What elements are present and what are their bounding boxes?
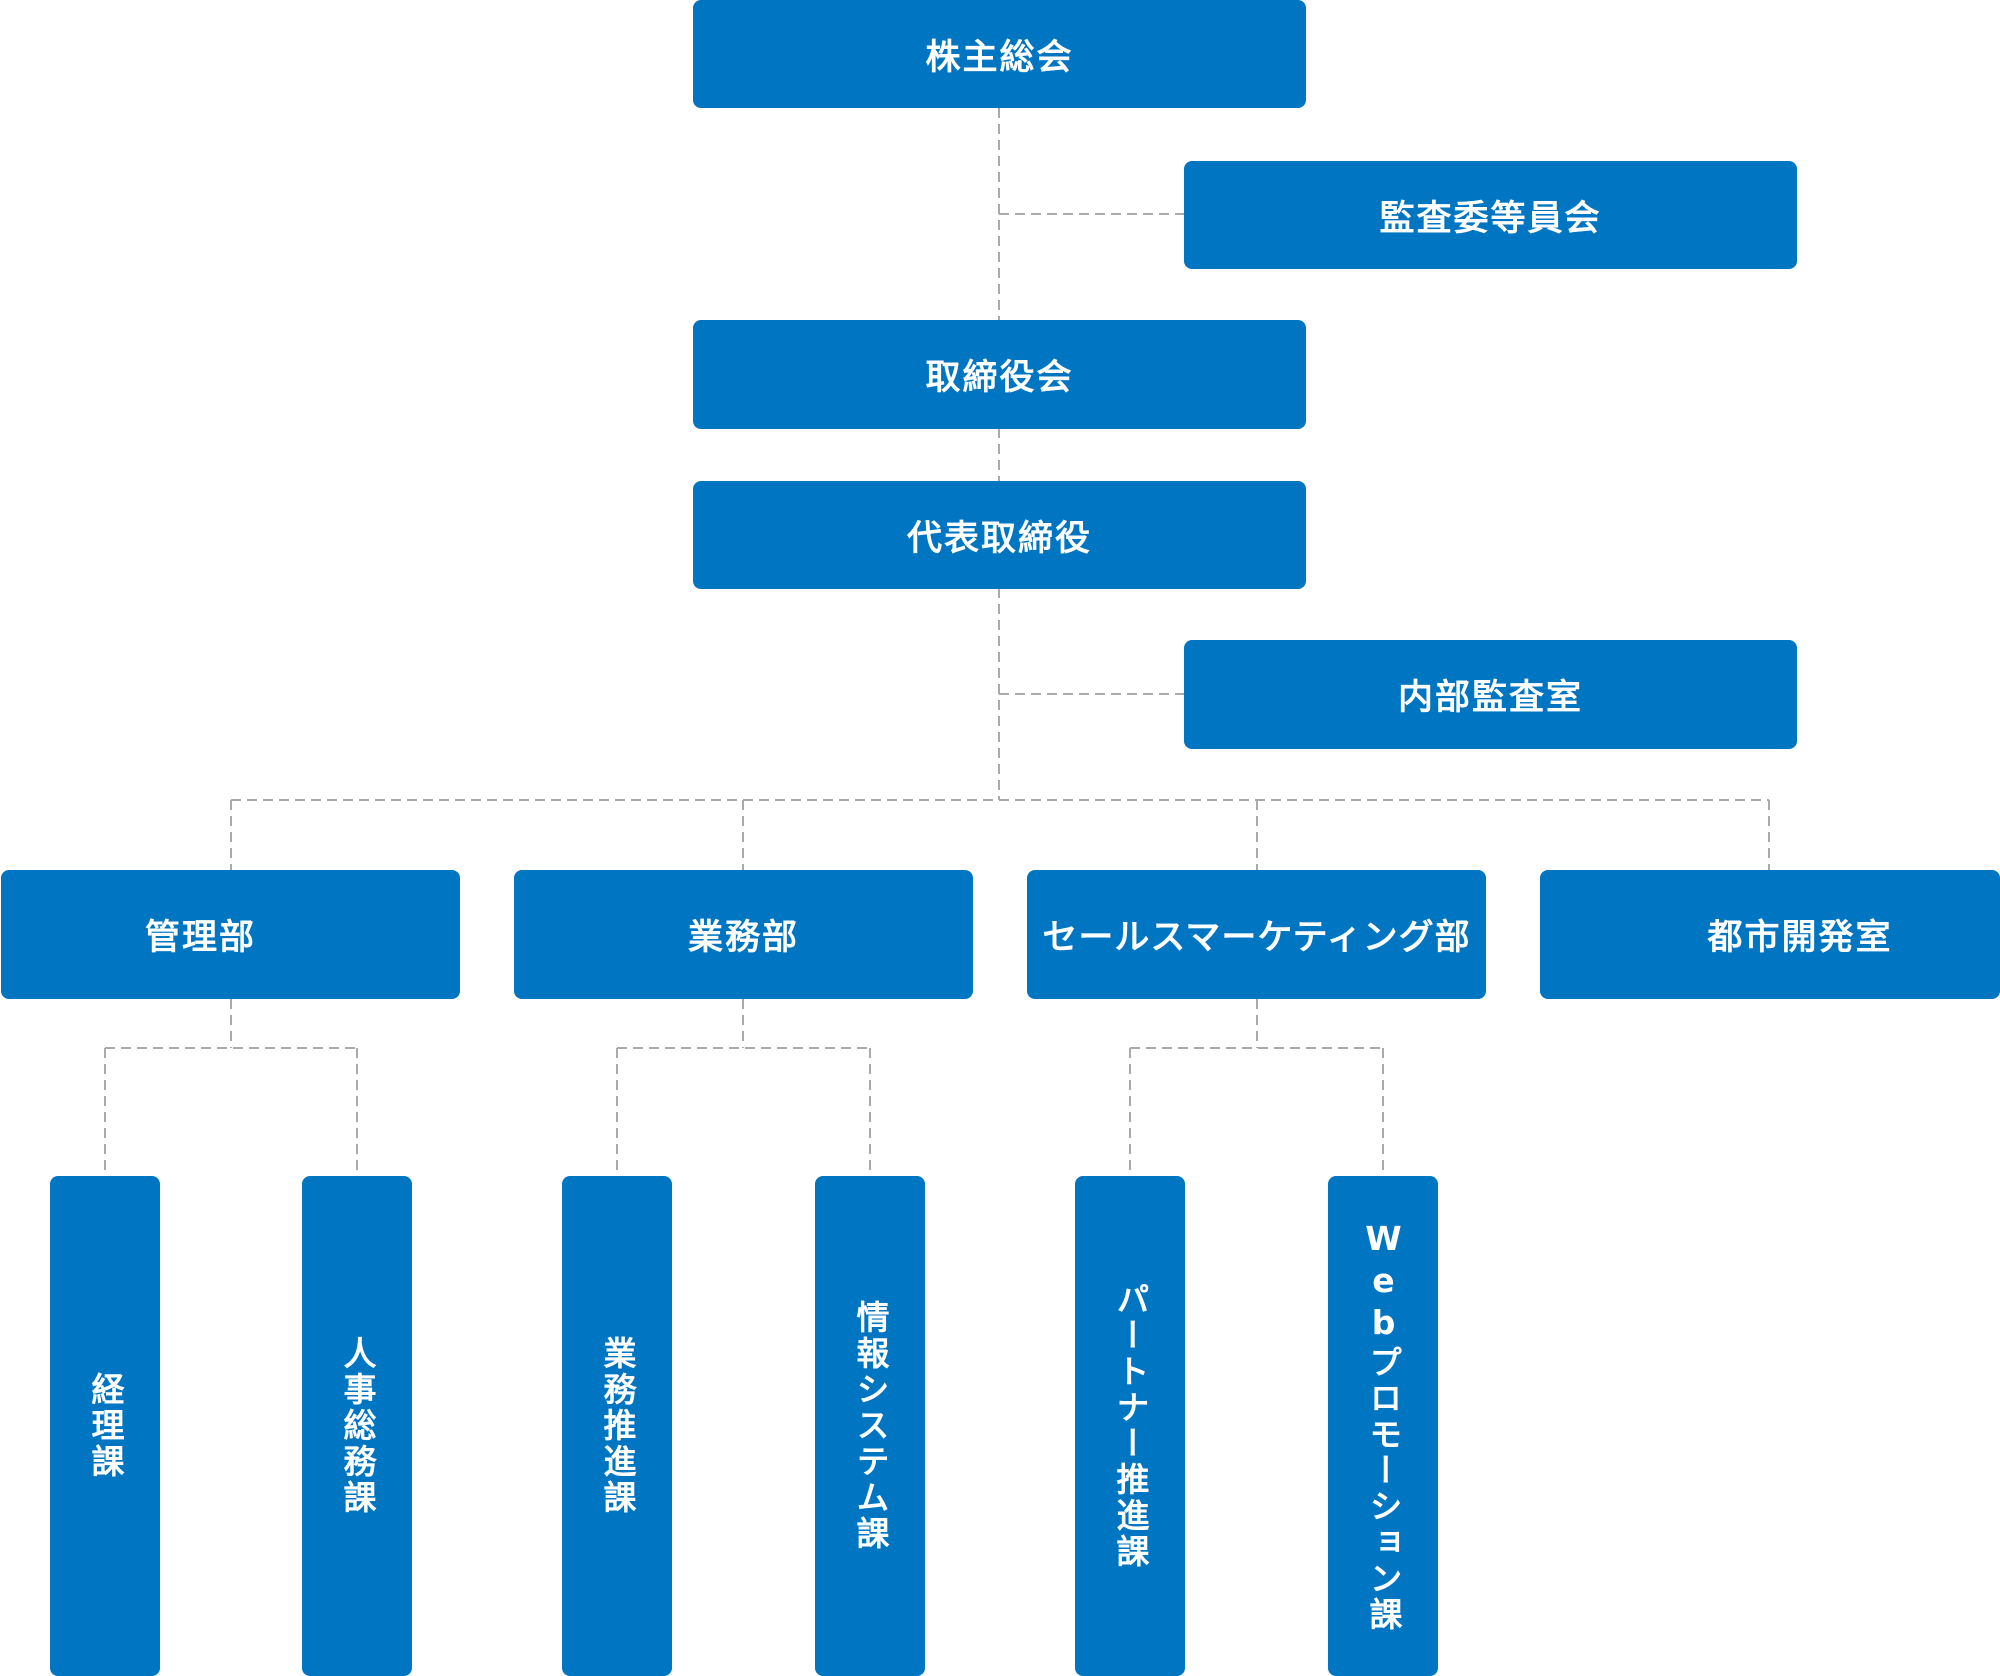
node-label: 都市開発室 (1707, 918, 1893, 958)
node-president: 代表取締役 (693, 481, 1306, 589)
node-internal-audit: 内部監査室 (1184, 640, 1797, 749)
node-label: 内部監査室 (1397, 678, 1583, 718)
node-label: 代表取締役 (906, 518, 1092, 559)
node-label: 業務推進課 (598, 1336, 637, 1516)
node-shareholders-meeting: 株主総会 (693, 0, 1306, 108)
node-department-operations: 業務部 (514, 870, 973, 999)
node-label: 経理課 (86, 1372, 125, 1480)
node-department-urban-development: 都市開発室 (1540, 870, 2000, 999)
node-section-information-systems: 情報システム課 (815, 1176, 925, 1676)
node-section-hr-general-affairs: 人事総務課 (302, 1176, 412, 1676)
node-label: パートナー推進課 (1111, 1282, 1150, 1570)
node-department-admin: 管理部 (1, 870, 460, 999)
node-label: Webプロモーション課 (1364, 1219, 1403, 1633)
node-board-of-directors: 取締役会 (693, 320, 1306, 429)
node-section-accounting: 経理課 (50, 1176, 160, 1676)
node-label: 管理部 (144, 918, 256, 958)
node-section-partner-promotion: パートナー推進課 (1075, 1176, 1185, 1676)
node-section-business-promotion: 業務推進課 (562, 1176, 672, 1676)
node-section-web-promotion: Webプロモーション課 (1328, 1176, 1438, 1676)
node-label: セールスマーケティング部 (1042, 918, 1471, 958)
node-label: 監査委等員会 (1379, 198, 1602, 239)
node-label: 取締役会 (925, 358, 1074, 398)
node-department-sales-marketing: セールスマーケティング部 (1027, 870, 1486, 999)
node-label: 株主総会 (925, 37, 1074, 78)
node-label: 情報システム課 (851, 1300, 890, 1552)
node-audit-committee: 監査委等員会 (1184, 161, 1797, 269)
node-label: 業務部 (687, 918, 799, 958)
node-label: 人事総務課 (338, 1336, 377, 1516)
